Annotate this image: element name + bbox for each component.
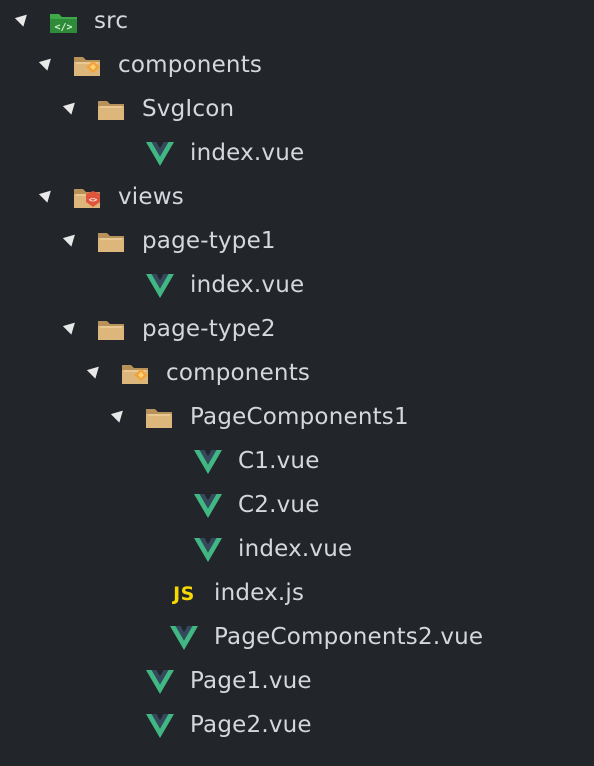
tree-item-label: index.vue: [190, 272, 305, 298]
folder-icon: [96, 96, 128, 124]
vue-file-icon: [192, 448, 224, 476]
vue-file-icon: [192, 536, 224, 564]
tree-file-row[interactable]: C1.vue: [0, 440, 594, 484]
tree-item-label: index.js: [214, 580, 305, 606]
tree-file-row[interactable]: C2.vue: [0, 484, 594, 528]
tree-item-label: src: [94, 8, 129, 34]
tree-item-label: PageComponents2.vue: [214, 624, 484, 650]
vue-file-icon: [192, 492, 224, 520]
vue-file-icon: [144, 140, 176, 168]
js-badge-text: JS: [173, 583, 195, 605]
tree-file-row[interactable]: JS index.js: [0, 572, 594, 616]
expand-arrow-icon[interactable]: [14, 10, 32, 27]
tree-folder-row[interactable]: page-type2: [0, 308, 594, 352]
tree-folder-row[interactable]: </> src: [0, 0, 594, 44]
tree-file-row[interactable]: Page1.vue: [0, 660, 594, 704]
components-folder-icon: [72, 52, 104, 80]
tree-folder-row[interactable]: <> views: [0, 176, 594, 220]
tree-folder-row[interactable]: page-type1: [0, 220, 594, 264]
vue-file-icon: [144, 272, 176, 300]
expand-arrow-icon[interactable]: [38, 54, 56, 71]
tree-item-label: page-type1: [142, 228, 276, 254]
tree-item-label: Page1.vue: [190, 668, 312, 694]
vue-file-icon: [168, 624, 200, 652]
expand-arrow-icon[interactable]: [62, 230, 80, 247]
js-file-icon: JS: [168, 580, 200, 608]
tree-file-row[interactable]: PageComponents2.vue: [0, 616, 594, 660]
tree-item-label: PageComponents1: [190, 404, 409, 430]
views-folder-icon: <>: [72, 184, 104, 212]
tree-item-label: components: [118, 52, 263, 78]
tree-item-label: page-type2: [142, 316, 276, 342]
svg-text:<>: <>: [89, 196, 97, 204]
vue-file-icon: [144, 712, 176, 740]
tree-item-label: index.vue: [190, 140, 305, 166]
folder-icon: [96, 316, 128, 344]
tree-file-row[interactable]: index.vue: [0, 528, 594, 572]
tree-folder-row[interactable]: components: [0, 44, 594, 88]
expand-arrow-icon[interactable]: [62, 318, 80, 335]
tree-item-label: index.vue: [238, 536, 353, 562]
tree-item-label: C1.vue: [238, 448, 320, 474]
components-folder-icon: [120, 360, 152, 388]
tree-folder-row[interactable]: components: [0, 352, 594, 396]
expand-arrow-icon[interactable]: [110, 406, 128, 423]
tree-folder-row[interactable]: SvgIcon: [0, 88, 594, 132]
folder-icon: [96, 228, 128, 256]
tree-item-label: Page2.vue: [190, 712, 312, 738]
tree-item-label: views: [118, 184, 184, 210]
tree-folder-row[interactable]: PageComponents1: [0, 396, 594, 440]
expand-arrow-icon[interactable]: [86, 362, 104, 379]
vue-file-icon: [144, 668, 176, 696]
svg-text:</>: </>: [54, 22, 72, 33]
folder-icon: [144, 404, 176, 432]
tree-item-label: components: [166, 360, 311, 386]
expand-arrow-icon[interactable]: [62, 98, 80, 115]
src-folder-icon: </>: [48, 8, 80, 36]
tree-item-label: SvgIcon: [142, 96, 235, 122]
tree-file-row[interactable]: index.vue: [0, 132, 594, 176]
tree-file-row[interactable]: index.vue: [0, 264, 594, 308]
expand-arrow-icon[interactable]: [38, 186, 56, 203]
tree-item-label: C2.vue: [238, 492, 320, 518]
tree-file-row[interactable]: Page2.vue: [0, 704, 594, 748]
